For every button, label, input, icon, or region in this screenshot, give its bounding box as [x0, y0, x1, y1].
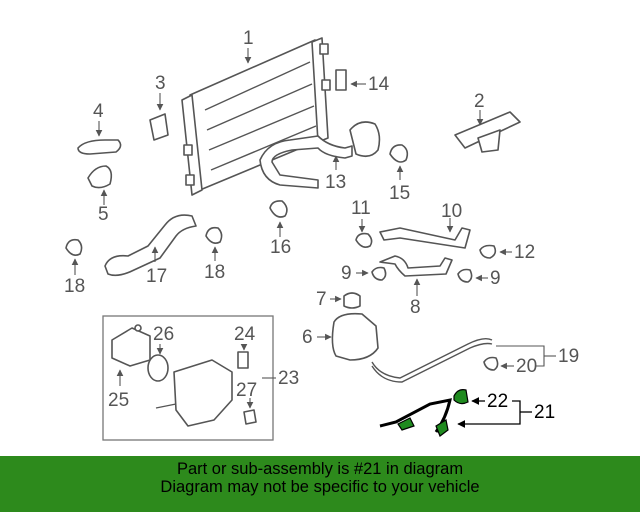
- hose-8: [379, 255, 453, 277]
- fitment-banner: Part or sub-assembly is #21 in diagram D…: [0, 456, 640, 512]
- thermostat-housing: [111, 327, 151, 367]
- callout-18b: 18: [204, 262, 225, 283]
- gasket-24: [237, 351, 249, 369]
- callout-15: 15: [389, 183, 410, 204]
- callout-26: 26: [153, 324, 174, 345]
- upper-hose: [259, 135, 353, 189]
- bolt-27: [243, 409, 257, 425]
- callout-9b: 9: [490, 268, 501, 289]
- banner-line-1: Part or sub-assembly is #21 in diagram: [176, 460, 464, 478]
- water-outlet: [173, 359, 233, 427]
- reservoir-cap: [343, 292, 361, 309]
- callout-17: 17: [146, 266, 167, 287]
- callout-16: 16: [270, 237, 291, 258]
- callout-8: 8: [410, 297, 421, 318]
- callout-11: 11: [351, 198, 371, 219]
- part-22-fitting: [453, 389, 469, 405]
- clamp-18b: [205, 226, 223, 244]
- callout-2: 2: [474, 91, 485, 112]
- clip-3: [149, 113, 169, 141]
- clamp-15: [389, 144, 409, 163]
- parts-diagram: 1 2 3 4 5 13 14 15 16 17 18 18 10: [64, 28, 579, 441]
- upper-bracket: [454, 111, 521, 153]
- callout-27: 27: [236, 380, 257, 401]
- coolant-reservoir: [331, 312, 379, 361]
- upper-hose-fitting: [349, 121, 381, 158]
- callout-5: 5: [98, 204, 109, 225]
- callout-22: 22: [487, 391, 508, 412]
- callout-9a: 9: [341, 263, 352, 284]
- callout-19: 19: [558, 346, 579, 367]
- clamp-12: [479, 244, 497, 259]
- clamp-11: [355, 232, 373, 248]
- clamp-16: [269, 200, 288, 218]
- callout-7: 7: [316, 289, 327, 310]
- callout-12: 12: [514, 242, 535, 263]
- callout-25: 25: [108, 390, 129, 411]
- radiator: [181, 37, 331, 196]
- callout-4: 4: [93, 101, 104, 122]
- clamp-9a: [371, 266, 387, 281]
- callout-21: 21: [534, 402, 555, 423]
- clamp-18a: [65, 238, 83, 256]
- clip-14: [335, 69, 347, 91]
- gasket-26: [147, 354, 169, 382]
- overflow-hose: [371, 337, 493, 379]
- insulator-4: [77, 139, 122, 155]
- banner-line-2: Diagram may not be specific to your vehi…: [160, 478, 480, 496]
- hose-10: [379, 227, 471, 249]
- callout-10: 10: [441, 201, 462, 222]
- insulator-5: [87, 165, 113, 189]
- clamp-20: [483, 356, 499, 371]
- callout-14: 14: [368, 74, 390, 95]
- callout-23: 23: [278, 368, 299, 389]
- callout-1: 1: [243, 28, 254, 49]
- callout-18a: 18: [64, 276, 85, 297]
- callout-3: 3: [155, 73, 166, 94]
- clamp-9b: [457, 268, 473, 283]
- callout-6: 6: [302, 327, 313, 348]
- callout-20: 20: [516, 356, 537, 377]
- callout-13: 13: [325, 172, 346, 193]
- lower-hose: [104, 214, 197, 277]
- part-21-hose: [379, 398, 452, 437]
- callout-24: 24: [234, 324, 256, 345]
